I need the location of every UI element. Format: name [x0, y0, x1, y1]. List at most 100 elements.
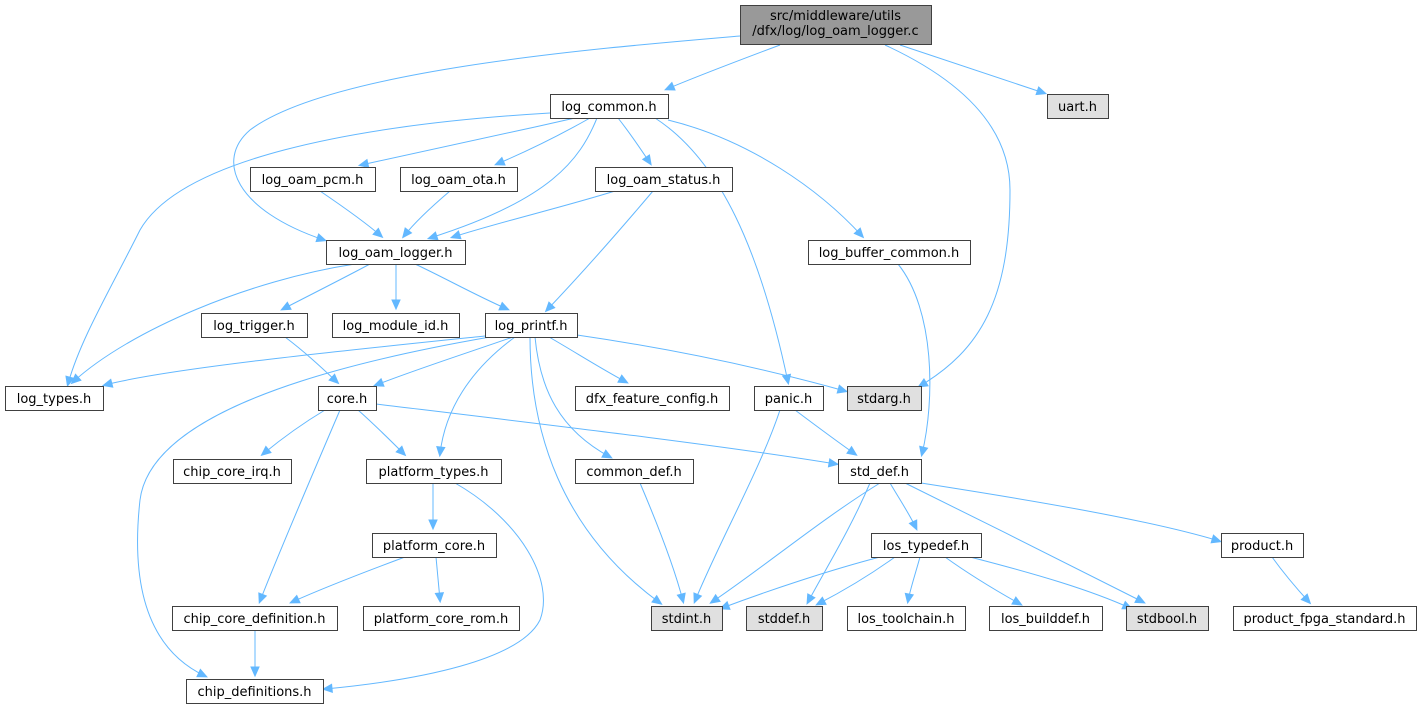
- node-log-oam-status[interactable]: log_oam_status.h: [595, 167, 733, 192]
- edge-arrowhead: [196, 668, 208, 678]
- node-stddef[interactable]: stddef.h: [746, 606, 823, 631]
- node-box: [575, 386, 730, 411]
- node-box: [366, 459, 502, 484]
- node-chip-core-irq[interactable]: chip_core_irq.h: [173, 459, 292, 484]
- edge-log-common-to-log-oam-status: [617, 117, 652, 166]
- node-std-def[interactable]: std_def.h: [838, 459, 922, 484]
- edge-line: [817, 556, 896, 605]
- node-log-trigger[interactable]: log_trigger.h: [201, 313, 308, 338]
- edge-arrowhead: [664, 81, 676, 91]
- node-box: [372, 533, 497, 558]
- node-uart[interactable]: uart.h: [1047, 94, 1109, 119]
- node-log-oam-ota[interactable]: log_oam_ota.h: [400, 167, 518, 192]
- node-label: chip_core_definition.h: [184, 612, 326, 627]
- node-los-builddef[interactable]: los_builddef.h: [989, 606, 1103, 631]
- node-platform-types[interactable]: platform_types.h: [366, 459, 502, 484]
- node-log-types[interactable]: log_types.h: [5, 386, 104, 411]
- node-log-buffer-common[interactable]: log_buffer_common.h: [808, 240, 971, 265]
- node-log-printf[interactable]: log_printf.h: [485, 313, 578, 338]
- edge-arrowhead: [904, 592, 915, 605]
- edge-arrowhead: [101, 378, 114, 388]
- root-file-path-line-1: src/middleware/utils: [770, 9, 901, 24]
- node-panic[interactable]: panic.h: [754, 386, 824, 411]
- node-product-fpga-standard[interactable]: product_fpga_standard.h: [1233, 606, 1417, 631]
- edge-log-common-to-log-buffer-common: [667, 119, 865, 239]
- node-core[interactable]: core.h: [318, 386, 377, 411]
- node-label: los_typedef.h: [883, 539, 969, 554]
- include-edges: [65, 35, 1312, 694]
- edge-arrowhead: [676, 592, 686, 605]
- node-common-def[interactable]: common_def.h: [575, 459, 694, 484]
- node-label: platform_core.h: [383, 539, 485, 554]
- node-log-oam-pcm[interactable]: log_oam_pcm.h: [250, 167, 376, 192]
- edge-line: [319, 190, 382, 237]
- node-label: product_fpga_standard.h: [1243, 612, 1405, 627]
- edge-line: [429, 117, 598, 239]
- edge-log-printf-to-log-types: [101, 335, 486, 388]
- node-chip-core-definition[interactable]: chip_core_definition.h: [172, 606, 338, 631]
- edge-line: [262, 409, 326, 455]
- node-box: [332, 313, 460, 338]
- node-dfx-feature-config[interactable]: dfx_feature_config.h: [575, 386, 730, 411]
- edge-los-typedef-to-los-toolchain: [904, 556, 921, 605]
- edge-line: [137, 336, 491, 677]
- edge-arrowhead: [651, 594, 663, 605]
- edge-line: [899, 44, 1045, 94]
- edge-arrowhead: [436, 446, 446, 458]
- node-box: [326, 240, 466, 265]
- node-chip-definitions[interactable]: chip_definitions.h: [186, 679, 324, 704]
- node-label: uart.h: [1058, 100, 1097, 115]
- node-platform-core-rom[interactable]: platform_core_rom.h: [363, 606, 520, 631]
- edge-arrowhead: [1134, 594, 1146, 604]
- node-stdarg[interactable]: stdarg.h: [847, 386, 922, 411]
- edge-line: [548, 336, 627, 383]
- edge-line: [667, 119, 863, 237]
- edge-arrowhead: [1035, 86, 1048, 96]
- edge-log-oam-logger-to-log-printf: [414, 263, 510, 311]
- edge-root-to-log-oam-logger: [233, 35, 741, 243]
- edge-arrowhead: [836, 384, 849, 394]
- edge-panic-to-stdint: [693, 409, 781, 604]
- node-log-oam-logger[interactable]: log_oam_logger.h: [326, 240, 466, 265]
- node-log-common[interactable]: log_common.h: [550, 94, 669, 119]
- edge-arrowhead: [434, 592, 445, 604]
- node-box: [400, 167, 518, 192]
- node-product[interactable]: product.h: [1221, 533, 1304, 558]
- node-box: [746, 606, 823, 631]
- node-box: [186, 679, 324, 704]
- edge-log-common-to-log-types: [65, 112, 551, 388]
- node-stdint[interactable]: stdint.h: [651, 606, 723, 631]
- node-platform-core[interactable]: platform_core.h: [372, 533, 497, 558]
- edge-arrowhead: [827, 458, 840, 468]
- edge-line: [617, 117, 651, 164]
- node-box: [318, 386, 377, 411]
- node-box: [575, 459, 694, 484]
- node-box: [1221, 533, 1304, 558]
- node-log-module-id[interactable]: log_module_id.h: [332, 313, 460, 338]
- node-label: platform_core_rom.h: [374, 612, 508, 627]
- node-box: [550, 94, 669, 119]
- edge-line: [324, 482, 544, 690]
- edge-chip-core-definition-to-chip-definitions: [250, 630, 260, 678]
- node-los-toolchain[interactable]: los_toolchain.h: [847, 606, 966, 631]
- edge-line: [920, 482, 1220, 542]
- edge-root-to-log-common: [664, 44, 781, 91]
- edge-arrowhead: [289, 594, 301, 604]
- edge-arrowhead: [693, 592, 703, 604]
- node-box: [754, 386, 824, 411]
- edge-core-to-platform-types: [357, 409, 407, 457]
- node-box: [172, 606, 338, 631]
- node-los-typedef[interactable]: los_typedef.h: [871, 533, 982, 558]
- node-stdbool[interactable]: stdbool.h: [1126, 606, 1209, 631]
- edge-core-to-std-def: [375, 403, 840, 468]
- node-root[interactable]: src/middleware/utils/dfx/log/log_oam_log…: [740, 5, 932, 45]
- edge-line: [72, 263, 356, 383]
- edge-line: [529, 336, 661, 604]
- edge-log-printf-to-stdint: [529, 336, 663, 605]
- edge-log-printf-to-core: [372, 336, 514, 387]
- edge-arrowhead: [426, 231, 439, 241]
- edge-std-def-to-stddef: [806, 482, 871, 605]
- node-label: stdbool.h: [1137, 612, 1197, 627]
- edge-los-typedef-to-stddef: [815, 556, 896, 606]
